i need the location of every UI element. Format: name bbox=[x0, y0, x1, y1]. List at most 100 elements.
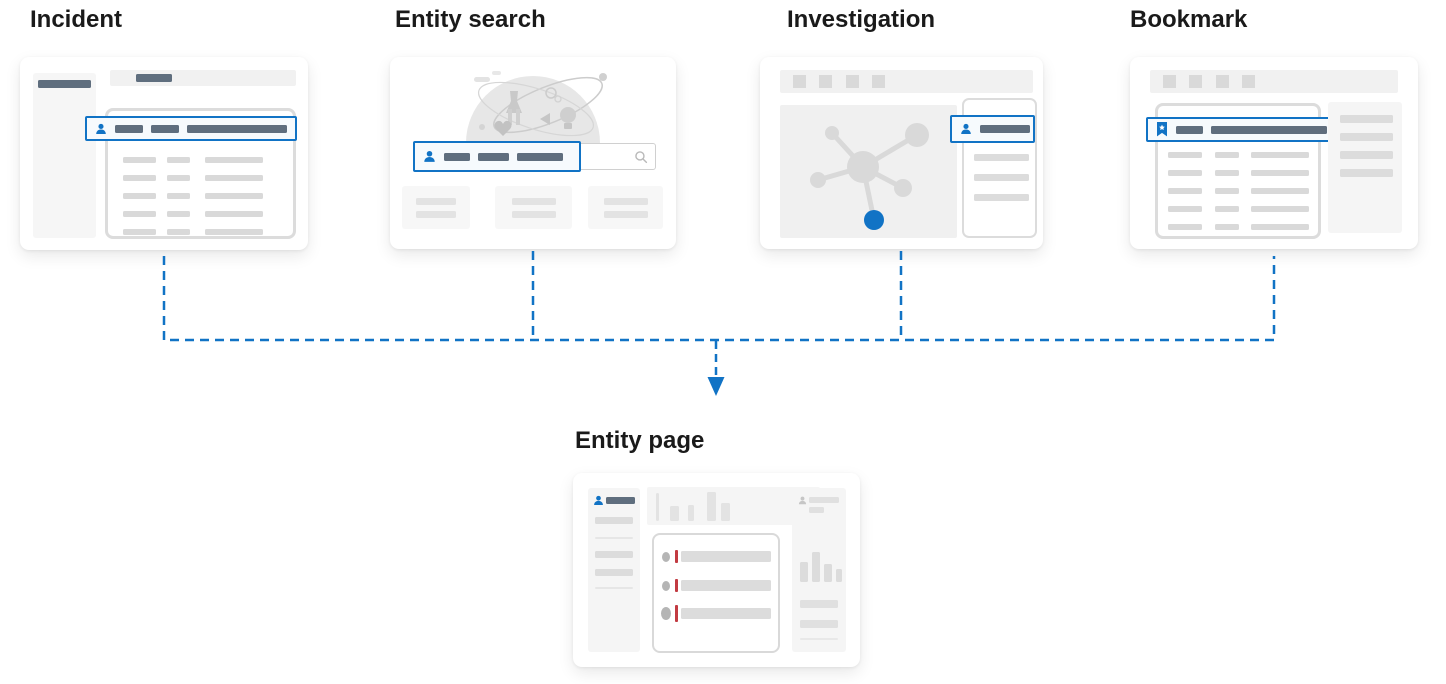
entity-row-bar bbox=[1211, 125, 1327, 134]
entity-row-bar bbox=[187, 124, 287, 133]
list-item-bar bbox=[681, 580, 771, 591]
table-cell-bar bbox=[1215, 152, 1239, 158]
table-cell-bar bbox=[1251, 152, 1309, 158]
result-card bbox=[495, 186, 572, 229]
panel-bar bbox=[1340, 169, 1393, 177]
investigation-title: Investigation bbox=[787, 6, 936, 33]
table-cell-bar bbox=[1251, 188, 1309, 194]
person-icon bbox=[960, 123, 972, 135]
investigation-toolbar bbox=[780, 70, 1033, 93]
graph-selected-node bbox=[864, 210, 884, 230]
table-cell-bar bbox=[205, 211, 263, 217]
result-bar bbox=[512, 198, 556, 205]
graph-node bbox=[894, 179, 912, 197]
table-cell-bar bbox=[1215, 224, 1239, 230]
table-cell-bar bbox=[167, 229, 190, 235]
entity-term-bar bbox=[478, 152, 509, 161]
list-item-severity-marker bbox=[675, 579, 678, 592]
bookmark-entity-row-highlight bbox=[1146, 117, 1335, 142]
graph-node bbox=[905, 123, 929, 147]
result-bar bbox=[416, 211, 456, 218]
table-cell-bar bbox=[123, 157, 156, 163]
table-cell-bar bbox=[123, 193, 156, 199]
table-cell-bar bbox=[1168, 152, 1202, 158]
bookmark-card bbox=[1130, 57, 1418, 249]
table-cell-bar bbox=[167, 193, 190, 199]
table-cell-bar bbox=[1168, 188, 1202, 194]
table-cell-bar bbox=[1168, 206, 1202, 212]
alerts-list-panel bbox=[652, 533, 780, 653]
entity-bar bbox=[980, 125, 1030, 133]
list-item-severity-marker bbox=[675, 550, 678, 563]
table-cell-bar bbox=[123, 175, 156, 181]
person-icon bbox=[95, 123, 107, 135]
incident-topbar bbox=[110, 70, 296, 86]
result-bar bbox=[604, 198, 648, 205]
table-cell-bar bbox=[1251, 206, 1309, 212]
table-cell-bar bbox=[1215, 188, 1239, 194]
incident-title: Incident bbox=[30, 6, 123, 33]
entity-info-panel bbox=[588, 488, 640, 652]
info-divider bbox=[595, 537, 633, 539]
panel-bar bbox=[974, 174, 1029, 181]
result-bar bbox=[604, 211, 648, 218]
table-cell-bar bbox=[205, 175, 263, 181]
insights-bar bbox=[809, 507, 824, 513]
table-cell-bar bbox=[167, 211, 190, 217]
info-bar bbox=[595, 569, 633, 576]
insights-bar bbox=[809, 497, 839, 503]
entity-row-bar bbox=[151, 124, 179, 133]
info-bar bbox=[595, 551, 633, 558]
table-cell-bar bbox=[1168, 224, 1202, 230]
investigation-graph-panel bbox=[780, 105, 957, 238]
insights-panel bbox=[792, 488, 846, 652]
person-icon bbox=[423, 150, 436, 163]
list-item-dot bbox=[662, 552, 670, 562]
panel-bar bbox=[1340, 115, 1393, 123]
entity-search-card bbox=[390, 57, 676, 249]
chart-bar bbox=[670, 506, 679, 521]
person-icon bbox=[593, 495, 604, 506]
result-card bbox=[402, 186, 470, 229]
result-bar bbox=[416, 198, 456, 205]
search-entity-highlight bbox=[413, 141, 581, 172]
list-item-dot bbox=[662, 581, 670, 591]
entity-term-bar bbox=[444, 152, 470, 161]
toolbar-square bbox=[1242, 75, 1255, 88]
table-cell-bar bbox=[205, 229, 263, 235]
chart-bar bbox=[707, 492, 716, 521]
info-bar bbox=[595, 517, 633, 524]
insights-bar bbox=[800, 620, 838, 628]
table-cell-bar bbox=[205, 193, 263, 199]
toolbar-square bbox=[1216, 75, 1229, 88]
bookmark-side-panel bbox=[1328, 102, 1402, 233]
toolbar-square bbox=[872, 75, 885, 88]
entity-term-bar bbox=[517, 152, 563, 161]
table-cell-bar bbox=[1215, 170, 1239, 176]
toolbar-square bbox=[846, 75, 859, 88]
incident-card bbox=[20, 57, 308, 250]
table-cell-bar bbox=[123, 229, 156, 235]
table-cell-bar bbox=[1251, 170, 1309, 176]
list-item-dot bbox=[661, 607, 671, 620]
table-cell-bar bbox=[205, 157, 263, 163]
chart-bar bbox=[656, 493, 659, 521]
table-cell-bar bbox=[1251, 224, 1309, 230]
list-item-bar bbox=[681, 551, 771, 562]
list-item-bar bbox=[681, 608, 771, 619]
entity-row-bar bbox=[1176, 125, 1203, 134]
investigation-entity-highlight bbox=[950, 115, 1035, 143]
panel-bar bbox=[974, 154, 1029, 161]
insights-chart-bar bbox=[800, 562, 808, 582]
entity-row-bar bbox=[115, 124, 143, 133]
list-item-severity-marker bbox=[675, 605, 678, 622]
investigation-card bbox=[760, 57, 1043, 249]
sidebar-heading-bar bbox=[38, 80, 91, 88]
table-cell-bar bbox=[123, 211, 156, 217]
graph-node bbox=[810, 172, 826, 188]
insights-chart-bar bbox=[824, 564, 832, 582]
person-icon bbox=[798, 496, 807, 505]
info-divider bbox=[595, 587, 633, 589]
timeline-chart bbox=[647, 487, 820, 525]
entity-search-title: Entity search bbox=[395, 6, 546, 33]
